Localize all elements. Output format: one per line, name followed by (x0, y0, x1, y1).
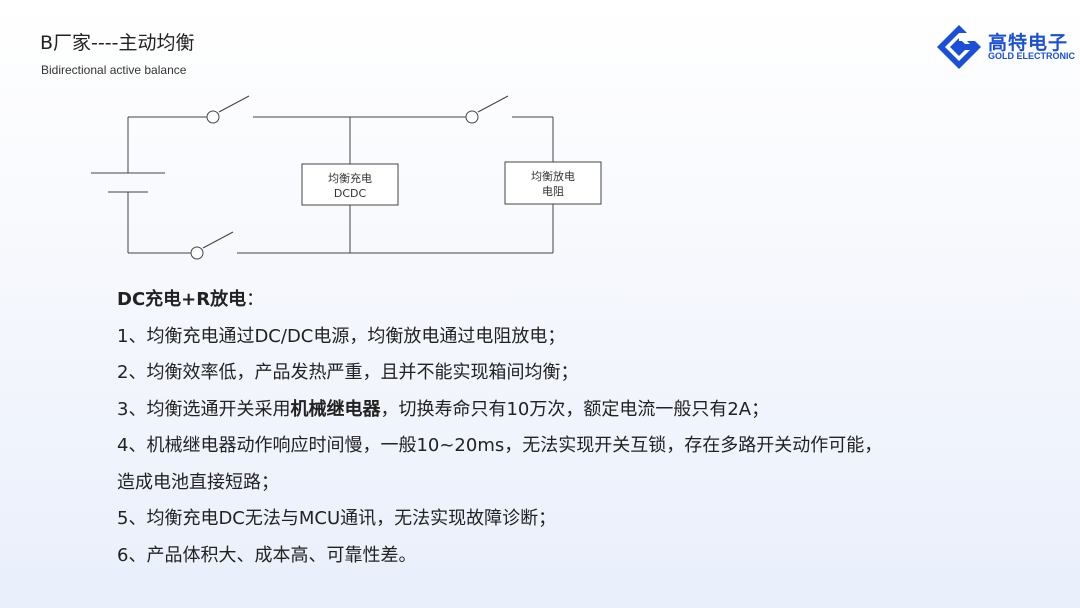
company-logo: 高特电子 GOLD ELECTRONIC (936, 22, 1075, 70)
switch-3-blade (202, 231, 234, 249)
list-item-3-prefix: 3、均衡选通开关采用 (117, 398, 291, 420)
list-item-3: 3、均衡选通开关采用机械继电器，切换寿命只有10万次，额定电流一般只有2A； (117, 392, 882, 429)
switch-3-contact (190, 246, 204, 260)
logo-english-name: GOLD ELECTRONIC (988, 51, 1075, 61)
switch-2-contact (465, 110, 479, 124)
resistor-box-label-1: 均衡放电 (531, 169, 575, 183)
logo-chinese-name: 高特电子 (988, 32, 1069, 54)
body-text: DC充电+R放电： 1、均衡充电通过DC/DC电源，均衡放电通过电阻放电； 2、… (117, 282, 882, 574)
switch-2-blade (477, 95, 509, 113)
switch-1-blade (218, 95, 250, 113)
dcdc-box (301, 163, 399, 206)
resistor-box-label-2: 电阻 (542, 185, 564, 198)
list-item-5: 5、均衡充电DC无法与MCU通讯，无法实现故障诊断； (117, 508, 557, 529)
list-item-6: 6、产品体积大、成本高、可靠性差。 (117, 544, 417, 566)
body-heading: DC充电+R放电 (117, 289, 247, 310)
list-item-1: 1、均衡充电通过DC/DC电源，均衡放电通过电阻放电； (117, 325, 566, 347)
dcdc-box-label-1: 均衡充电 (328, 171, 372, 185)
slide-title: B厂家----主动均衡 (40, 32, 195, 54)
slide-subtitle: Bidirectional active balance (41, 63, 187, 77)
logo-mark-icon (937, 25, 981, 69)
switch-1-contact (206, 110, 220, 124)
body-heading-row: DC充电+R放电： (117, 282, 882, 319)
list-item-4: 4、机械继电器动作响应时间慢，一般10~20ms，无法实现开关互锁，存在多路开关… (117, 435, 883, 456)
list-item-3-emphasis: 机械继电器 (290, 398, 381, 420)
dcdc-box-label-2: DCDC (334, 187, 367, 200)
body-heading-colon: ： (246, 289, 265, 310)
resistor-box (504, 161, 602, 205)
list-item-3-suffix: ，切换寿命只有10万次，额定电流一般只有2A； (380, 398, 770, 420)
list-item-4-continued: 造成电池直接短路； (117, 471, 279, 493)
balance-circuit-diagram: 均衡充电 DCDC 均衡放电 电阻 (91, 95, 602, 260)
list-item-2: 2、均衡效率低，产品发热严重，且并不能实现箱间均衡； (117, 362, 579, 383)
